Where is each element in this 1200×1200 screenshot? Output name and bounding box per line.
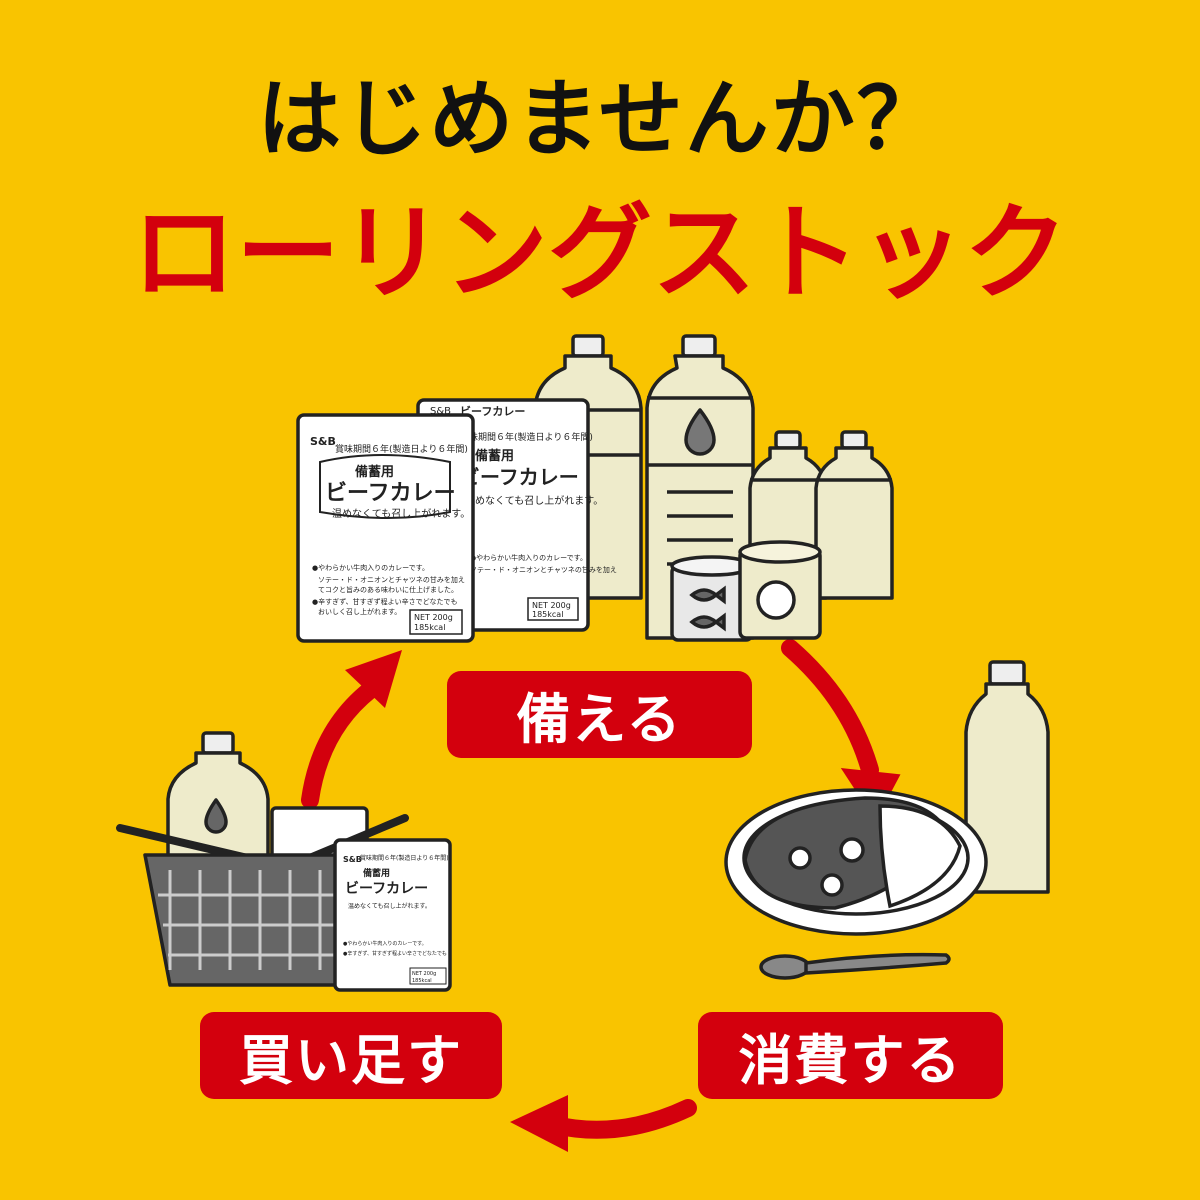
- svg-text:●やわらかい牛肉入りのカレーです。: ●やわらかい牛肉入りのカレーです。: [312, 563, 429, 572]
- svg-text:●辛すぎず、甘すぎず程よい辛さでどなたでも: ●辛すぎず、甘すぎず程よい辛さでどなたでも: [343, 950, 447, 957]
- svg-text:NET 200g: NET 200g: [412, 971, 436, 977]
- svg-text:賞味期間６年(製造日より６年間): 賞味期間６年(製造日より６年間): [360, 854, 449, 862]
- box-back-title: ビーフカレー: [460, 404, 525, 418]
- headline-rolling-stock: ローリングストック: [131, 192, 1068, 314]
- step-restock-label: 買い足す: [200, 1012, 502, 1099]
- svg-text:ソテー・ド・オニオンとチャツネの甘みを加え: ソテー・ド・オニオンとチャツネの甘みを加え: [318, 575, 465, 584]
- svg-text:ビーフカレー: ビーフカレー: [345, 881, 428, 897]
- svg-text:NET 200g: NET 200g: [532, 601, 571, 610]
- svg-text:備蓄用: 備蓄用: [355, 464, 394, 480]
- svg-text:温めなくても召し上がれます。: 温めなくても召し上がれます。: [348, 902, 431, 910]
- fruit-can: [738, 540, 822, 640]
- svg-text:おいしく召し上がれます。: おいしく召し上がれます。: [318, 607, 401, 616]
- arrow-restock-to-prepare: [301, 650, 402, 809]
- arrow-consume-to-restock: [510, 1095, 697, 1152]
- svg-text:備蓄用: 備蓄用: [363, 867, 390, 879]
- svg-text:温めなくても召し上がれます。: 温めなくても召し上がれます。: [332, 507, 470, 520]
- curry-plate: [724, 788, 988, 936]
- curry-box-basket: S&B 賞味期間６年(製造日より６年間) 備蓄用 ビーフカレー 温めなくても召し…: [333, 838, 452, 992]
- svg-text:●やわらかい牛肉入りのカレーです。: ●やわらかい牛肉入りのカレーです。: [343, 940, 427, 947]
- svg-text:185kcal: 185kcal: [532, 610, 563, 619]
- svg-text:●辛すぎず、甘すぎず程よい辛さでどなたでも: ●辛すぎず、甘すぎず程よい辛さでどなたでも: [312, 597, 457, 606]
- step-consume-label: 消費する: [698, 1012, 1003, 1099]
- step-prepare-label: 備える: [447, 671, 752, 758]
- svg-text:S&B: S&B: [343, 855, 362, 864]
- curry-box-front: S&B 賞味期間６年(製造日より６年間) 備蓄用 ビーフカレー 温めなくても召し…: [296, 413, 475, 643]
- headline-question: はじめませんか？: [257, 70, 943, 168]
- svg-text:備蓄用: 備蓄用: [475, 448, 514, 464]
- svg-text:185kcal: 185kcal: [412, 978, 432, 984]
- svg-text:NET 200g: NET 200g: [414, 613, 453, 622]
- spoon: [759, 952, 951, 980]
- brand-logo: S&B: [310, 435, 336, 448]
- svg-text:ソテー・ド・オニオンとチャツネの甘みを加え: ソテー・ド・オニオンとチャツネの甘みを加え: [470, 565, 617, 574]
- svg-text:ビーフカレー: ビーフカレー: [325, 481, 456, 506]
- water-bottle-small-right: [814, 430, 894, 600]
- svg-text:賞味期間６年(製造日より６年間): 賞味期間６年(製造日より６年間): [460, 431, 593, 443]
- svg-text:賞味期間６年(製造日より６年間): 賞味期間６年(製造日より６年間): [335, 443, 468, 455]
- svg-text:●やわらかい牛肉入りのカレーです。: ●やわらかい牛肉入りのカレーです。: [470, 553, 587, 562]
- svg-text:185kcal: 185kcal: [414, 623, 445, 632]
- svg-text:てコクと旨みのある味わいに仕上げました。: てコクと旨みのある味わいに仕上げました。: [318, 585, 458, 594]
- svg-text:温めなくても召し上がれます。: 温めなくても召し上がれます。: [465, 494, 603, 507]
- svg-text:S&B: S&B: [430, 406, 451, 417]
- water-bottle-consume: [964, 660, 1050, 894]
- svg-text:ビーフカレー: ビーフカレー: [460, 465, 579, 489]
- fish-can: [670, 555, 754, 642]
